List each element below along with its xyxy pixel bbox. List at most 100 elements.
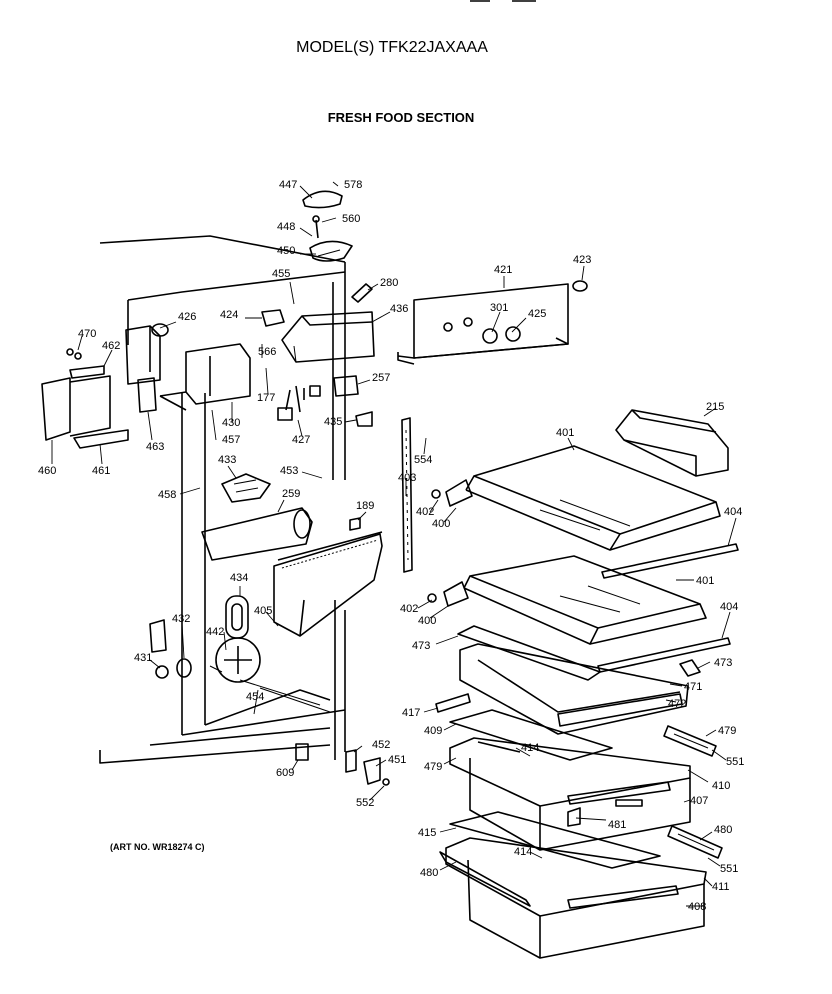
part-460-housing xyxy=(41,375,129,449)
callout-417: 417 xyxy=(402,707,420,719)
callout-403: 403 xyxy=(398,472,416,484)
callout-451: 451 xyxy=(388,754,406,766)
callout-436: 436 xyxy=(390,303,408,315)
callout-259: 259 xyxy=(282,488,300,500)
part-471-cover xyxy=(459,643,689,735)
part-463-clip xyxy=(137,377,157,413)
part-435-clip xyxy=(355,411,373,427)
callout-414-lower: 414 xyxy=(514,846,532,858)
section-title: FRESH FOOD SECTION xyxy=(328,110,475,125)
part-400-bracket-lower xyxy=(427,581,469,607)
part-400-bracket-upper xyxy=(431,479,473,507)
callout-407: 407 xyxy=(690,795,708,807)
part-423-knob xyxy=(572,280,588,292)
callout-426: 426 xyxy=(178,311,196,323)
part-552-screw xyxy=(382,778,390,786)
part-405-air-duct xyxy=(273,531,383,637)
callout-410: 410 xyxy=(712,780,730,792)
part-609-clip xyxy=(295,743,309,761)
callout-402-lower: 402 xyxy=(400,603,418,615)
part-434-gasket xyxy=(225,595,249,639)
callout-labels: 447 578 448 560 450 455 280 421 423 436 … xyxy=(38,179,744,913)
part-473-glides xyxy=(457,625,701,681)
callout-470: 470 xyxy=(78,328,96,340)
callout-461: 461 xyxy=(92,465,110,477)
part-189-grille xyxy=(349,517,361,531)
callout-453: 453 xyxy=(280,465,298,477)
part-447-cap xyxy=(302,190,343,209)
part-403-rail xyxy=(401,417,413,573)
callout-463: 463 xyxy=(146,441,164,453)
callout-454: 454 xyxy=(246,691,264,703)
part-417-hinge xyxy=(435,693,471,713)
callout-280: 280 xyxy=(380,277,398,289)
part-426-damper xyxy=(125,323,169,385)
callout-401-middle: 401 xyxy=(696,575,714,587)
callout-578: 578 xyxy=(344,179,362,191)
part-280-bulb xyxy=(351,283,373,303)
callout-414-upper: 414 xyxy=(521,742,539,754)
part-430-damper-housing xyxy=(159,343,251,411)
callout-423: 423 xyxy=(573,254,591,266)
part-442-fan-motor xyxy=(209,637,261,683)
part-481-handle xyxy=(567,807,581,827)
callout-433: 433 xyxy=(218,454,236,466)
callout-415: 415 xyxy=(418,827,436,839)
callout-566: 566 xyxy=(258,346,276,358)
part-424-bracket xyxy=(261,309,285,327)
callout-480-right: 480 xyxy=(714,824,732,836)
part-433-fan-cover xyxy=(221,473,271,503)
callout-424: 424 xyxy=(220,309,238,321)
part-421-control-panel xyxy=(397,283,569,365)
part-479-slide-right-upper xyxy=(663,725,717,757)
leader-lines xyxy=(51,181,737,907)
callout-448: 448 xyxy=(277,221,295,233)
callout-442: 442 xyxy=(206,626,224,638)
callout-554: 554 xyxy=(414,454,432,466)
callout-435: 435 xyxy=(324,416,342,428)
callout-432: 432 xyxy=(172,613,190,625)
callout-452: 452 xyxy=(372,739,390,751)
part-215-door-bin xyxy=(615,409,729,477)
callout-434: 434 xyxy=(230,572,248,584)
part-462-bracket xyxy=(69,365,105,379)
callout-473-left: 473 xyxy=(412,640,430,652)
callout-458: 458 xyxy=(158,489,176,501)
callout-462: 462 xyxy=(102,340,120,352)
callout-400-lower: 400 xyxy=(418,615,436,627)
callout-421: 421 xyxy=(494,264,512,276)
callout-401-upper: 401 xyxy=(556,427,574,439)
callout-404-lower: 404 xyxy=(720,601,738,613)
callout-457: 457 xyxy=(222,434,240,446)
part-427-harness xyxy=(277,385,321,421)
callout-471: 471 xyxy=(684,681,702,693)
callout-472: 472 xyxy=(668,698,686,710)
callout-257: 257 xyxy=(372,372,390,384)
cabinet-liner xyxy=(99,235,346,764)
callout-450: 450 xyxy=(277,245,295,257)
callout-431: 431 xyxy=(134,652,152,664)
callout-455: 455 xyxy=(272,268,290,280)
part-401-middle-shelf xyxy=(463,555,707,645)
callout-404-upper: 404 xyxy=(724,506,742,518)
part-404-trim-upper xyxy=(601,543,739,579)
callout-473-right: 473 xyxy=(714,657,732,669)
callout-481: 481 xyxy=(608,819,626,831)
part-407-upper-drawer xyxy=(449,737,691,851)
part-470-screw xyxy=(66,348,82,360)
callout-430: 430 xyxy=(222,417,240,429)
part-452-bracket xyxy=(345,749,357,773)
part-415-glass xyxy=(449,811,661,869)
callout-479-left: 479 xyxy=(424,761,442,773)
part-431-grommet xyxy=(149,619,169,679)
part-451-hinge xyxy=(363,757,381,785)
part-432-thermistor xyxy=(176,658,192,678)
part-480-slide-right-lower xyxy=(667,825,723,859)
callout-560: 560 xyxy=(342,213,360,225)
part-401-upper-shelf xyxy=(465,445,721,551)
part-472-trim xyxy=(557,693,683,727)
callout-609: 609 xyxy=(276,767,294,779)
callout-189: 189 xyxy=(356,500,374,512)
